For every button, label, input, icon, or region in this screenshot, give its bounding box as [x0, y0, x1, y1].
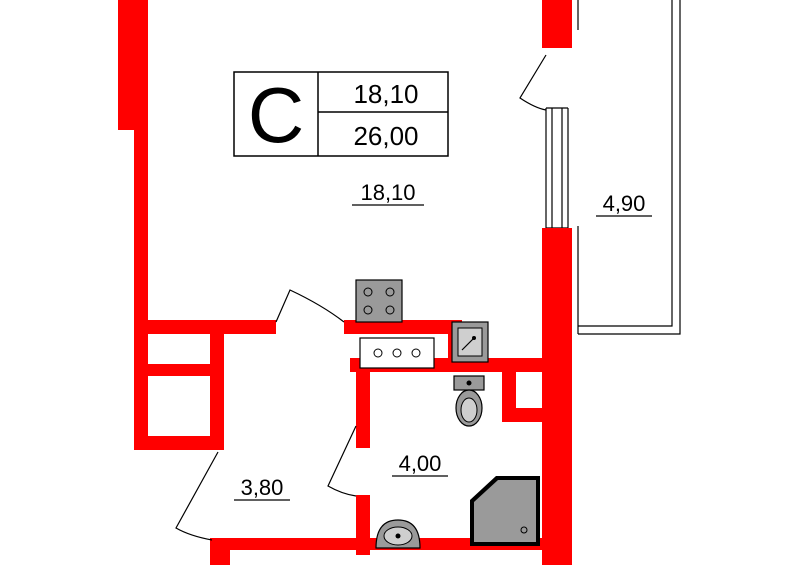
stove-icon	[355, 279, 403, 323]
total-area-value: 26,00	[353, 121, 418, 151]
kitchen-counter	[359, 337, 435, 369]
bathroom-area-label: 4,00	[399, 451, 442, 476]
area-badge: С 18,10 26,00	[233, 71, 449, 159]
apartment-type-letter: С	[248, 71, 304, 159]
toilet-icon	[453, 375, 485, 427]
living-area-value: 18,10	[353, 79, 418, 109]
balcony-door	[519, 54, 569, 229]
balcony	[569, 0, 681, 335]
balcony-area-label: 4,90	[603, 191, 646, 216]
door-swing-icon	[327, 425, 357, 497]
main-room-area-label: 18,10	[360, 180, 415, 205]
walls	[118, 0, 572, 565]
washbasin-icon	[375, 519, 421, 549]
hallway-area-label: 3,80	[241, 475, 284, 500]
door-swing-icon	[275, 289, 345, 323]
sink-icon	[451, 321, 489, 363]
shower-icon	[470, 476, 540, 546]
door-swing-icon	[175, 451, 219, 541]
door-swing-icon	[519, 54, 547, 111]
